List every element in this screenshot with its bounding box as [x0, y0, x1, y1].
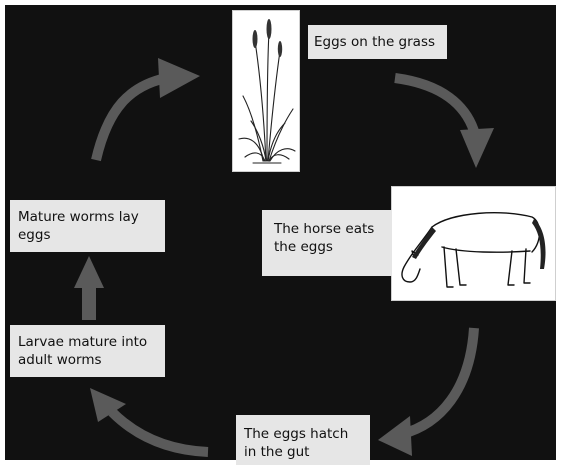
arrow-hatch-to-larvae [90, 388, 208, 452]
arrow-larvae-to-worms [74, 256, 104, 320]
arrow-horse-to-hatch [378, 328, 474, 456]
arrow-grass-to-horse [395, 78, 494, 168]
arrow-worms-to-grass [96, 58, 200, 160]
